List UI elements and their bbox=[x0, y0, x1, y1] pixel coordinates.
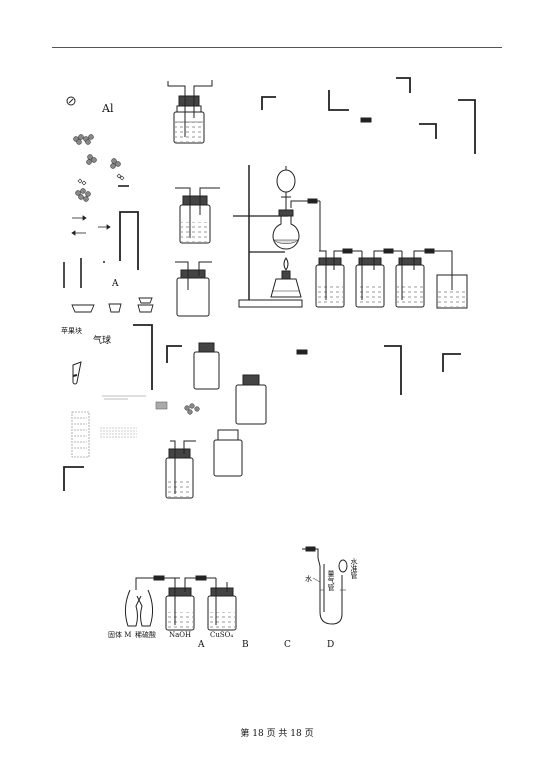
gas-wash-bottle-top bbox=[167, 80, 213, 144]
short-bent-tube-2 bbox=[166, 345, 182, 363]
zinc-granules-icon bbox=[73, 134, 121, 202]
label-solid-m: 固体 M bbox=[108, 631, 132, 639]
option-d: D bbox=[327, 640, 335, 650]
label-dilute-acid: 稀硫酸 bbox=[135, 631, 156, 639]
connecting-tube-main bbox=[319, 201, 326, 252]
bent-tube-mid-3 bbox=[384, 345, 402, 395]
label-balloon: 气球 bbox=[93, 336, 112, 346]
wash-bottle-train-3 bbox=[395, 248, 453, 308]
short-bent-tube-1 bbox=[261, 96, 276, 110]
gas-wash-bottle-4 bbox=[165, 440, 196, 499]
wash-bottle-naoh bbox=[165, 575, 216, 631]
label-cuso4: CuSO₄ bbox=[210, 631, 234, 639]
bent-tube-top-right bbox=[396, 77, 411, 93]
label-a-small: A bbox=[112, 279, 119, 289]
bent-tube-mid-4 bbox=[442, 353, 461, 372]
bent-tube-balloon bbox=[133, 324, 153, 390]
label-naoh: NaOH bbox=[169, 631, 192, 639]
dashed-column-icon bbox=[71, 411, 90, 458]
glass-rods bbox=[63, 258, 82, 288]
alcohol-lamp bbox=[270, 257, 302, 298]
long-tube-right bbox=[458, 99, 476, 154]
gray-block-icon bbox=[155, 401, 168, 410]
rubber-connector-2 bbox=[296, 349, 308, 355]
wet-cloth-icon bbox=[100, 427, 137, 438]
beaker bbox=[436, 274, 468, 309]
label-gauge-tube: 量气管 bbox=[327, 570, 335, 591]
reagent-bottle-2 bbox=[235, 374, 267, 425]
option-c: C bbox=[284, 640, 291, 650]
wash-bottle-train-1 bbox=[315, 248, 362, 308]
empty-bottle bbox=[213, 429, 243, 477]
bent-tube-mid-right bbox=[419, 123, 437, 139]
reagent-bottle-1 bbox=[193, 342, 220, 390]
option-b: B bbox=[242, 640, 249, 650]
long-bent-tube-1 bbox=[328, 90, 349, 111]
granules-mid-icon bbox=[184, 403, 200, 415]
gas-burette-apparatus bbox=[302, 546, 348, 625]
forceps-icon bbox=[66, 96, 76, 106]
wash-bottle-cuso4 bbox=[207, 578, 237, 631]
label-level-tube: 水准管 bbox=[350, 558, 358, 579]
crucibles-icon bbox=[71, 297, 154, 313]
small-crystals-icon bbox=[77, 173, 125, 186]
separatory-funnel bbox=[276, 166, 296, 212]
label-al: Al bbox=[102, 102, 114, 115]
option-a: A bbox=[198, 640, 205, 650]
rubber-connector-1 bbox=[360, 117, 372, 123]
label-apple: 苹果块 bbox=[61, 327, 82, 335]
gas-wash-bottle-2 bbox=[175, 187, 220, 244]
gas-bottle-3 bbox=[175, 261, 212, 317]
test-tube-icon bbox=[72, 361, 82, 385]
bent-tube-left bbox=[119, 211, 139, 270]
header-rule bbox=[52, 47, 502, 48]
arrow-icons bbox=[71, 215, 111, 236]
round-flask bbox=[272, 198, 320, 250]
wash-bottle-train-2 bbox=[355, 248, 402, 308]
label-water: 水 bbox=[305, 575, 312, 583]
liquid-surface-marks bbox=[102, 395, 146, 400]
iron-stand bbox=[233, 165, 303, 308]
bent-tube-bottom-left bbox=[63, 466, 84, 491]
y-tube-apparatus bbox=[124, 575, 180, 627]
page-footer: 第 18 页 共 18 页 bbox=[240, 729, 314, 739]
